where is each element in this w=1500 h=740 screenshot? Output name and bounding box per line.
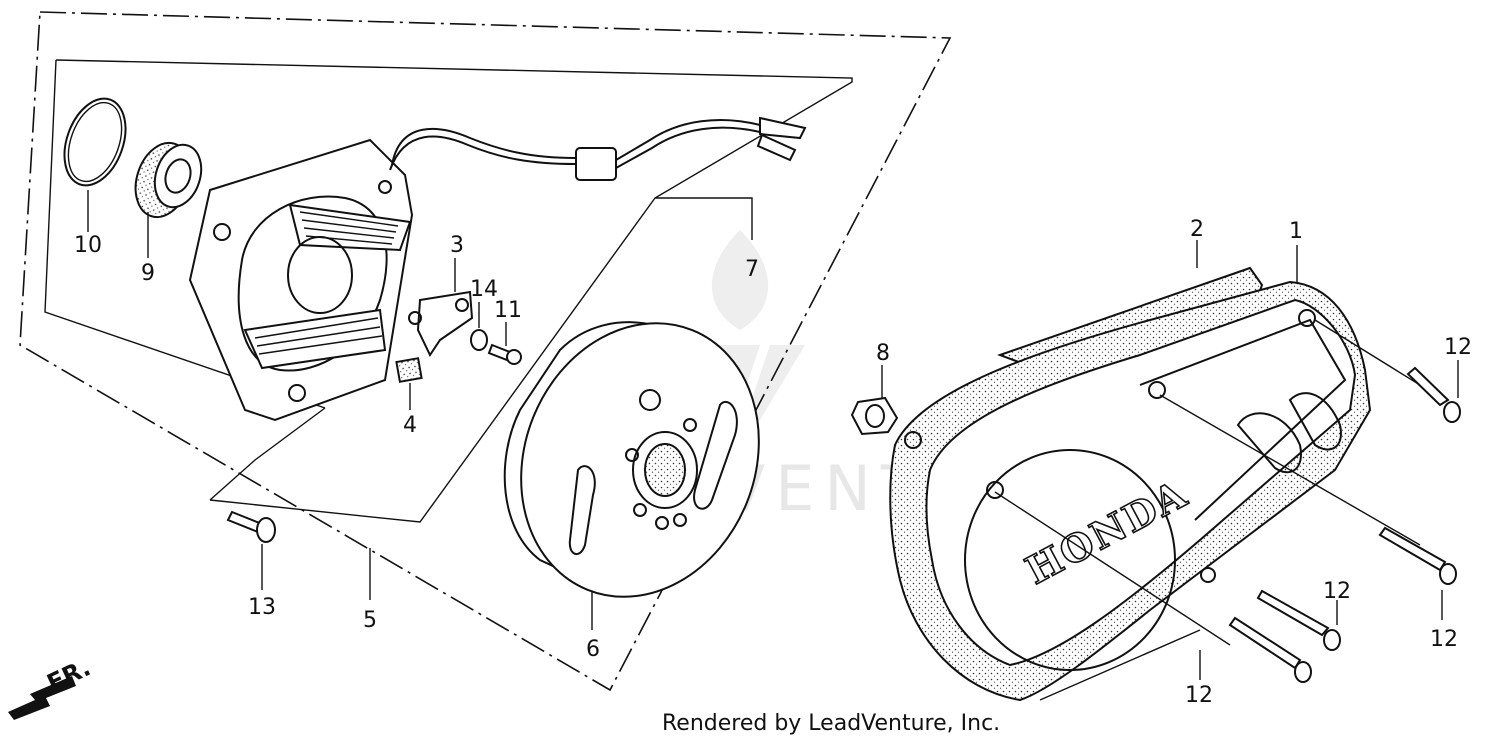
render-credit: Rendered by LeadVenture, Inc. xyxy=(662,711,1000,736)
callout-12-d: 12 xyxy=(1185,683,1213,708)
flywheel xyxy=(503,321,760,598)
callout-1: 1 xyxy=(1289,219,1303,244)
front-arrow-icon xyxy=(8,676,76,720)
o-ring xyxy=(63,97,127,187)
flange-nut xyxy=(850,396,899,436)
callout-7: 7 xyxy=(745,257,759,282)
stator-screw xyxy=(226,510,276,543)
callout-8: 8 xyxy=(876,341,890,366)
callout-14: 14 xyxy=(470,277,498,302)
callout-2: 2 xyxy=(1190,217,1204,242)
callout-9: 9 xyxy=(141,261,155,286)
grommet xyxy=(395,357,423,383)
assembly-outline-inner xyxy=(55,59,853,523)
callout-6: 6 xyxy=(586,637,600,662)
crankcase-cover: HONDA xyxy=(889,280,1372,702)
callout-3: 3 xyxy=(450,233,464,258)
callout-11: 11 xyxy=(494,298,522,323)
bolt xyxy=(1256,589,1341,651)
callout-10: 10 xyxy=(74,233,102,258)
callout-12-b: 12 xyxy=(1430,627,1458,652)
callout-12-a: 12 xyxy=(1444,335,1472,360)
callout-5: 5 xyxy=(363,608,377,633)
callout-4: 4 xyxy=(403,413,417,438)
assembly-outline-outer xyxy=(19,11,952,692)
washer xyxy=(470,329,488,351)
direction-label: FR. xyxy=(43,653,95,697)
callout-12-c: 12 xyxy=(1323,579,1351,604)
stator-assembly xyxy=(188,138,414,422)
wire-harness xyxy=(389,116,807,181)
bolt xyxy=(1406,366,1461,423)
screw xyxy=(487,343,522,365)
oil-seal xyxy=(134,141,203,219)
bolt xyxy=(1378,526,1457,585)
callout-13: 13 xyxy=(248,595,276,620)
bolt xyxy=(1228,616,1312,683)
pulse-generator xyxy=(408,290,474,358)
